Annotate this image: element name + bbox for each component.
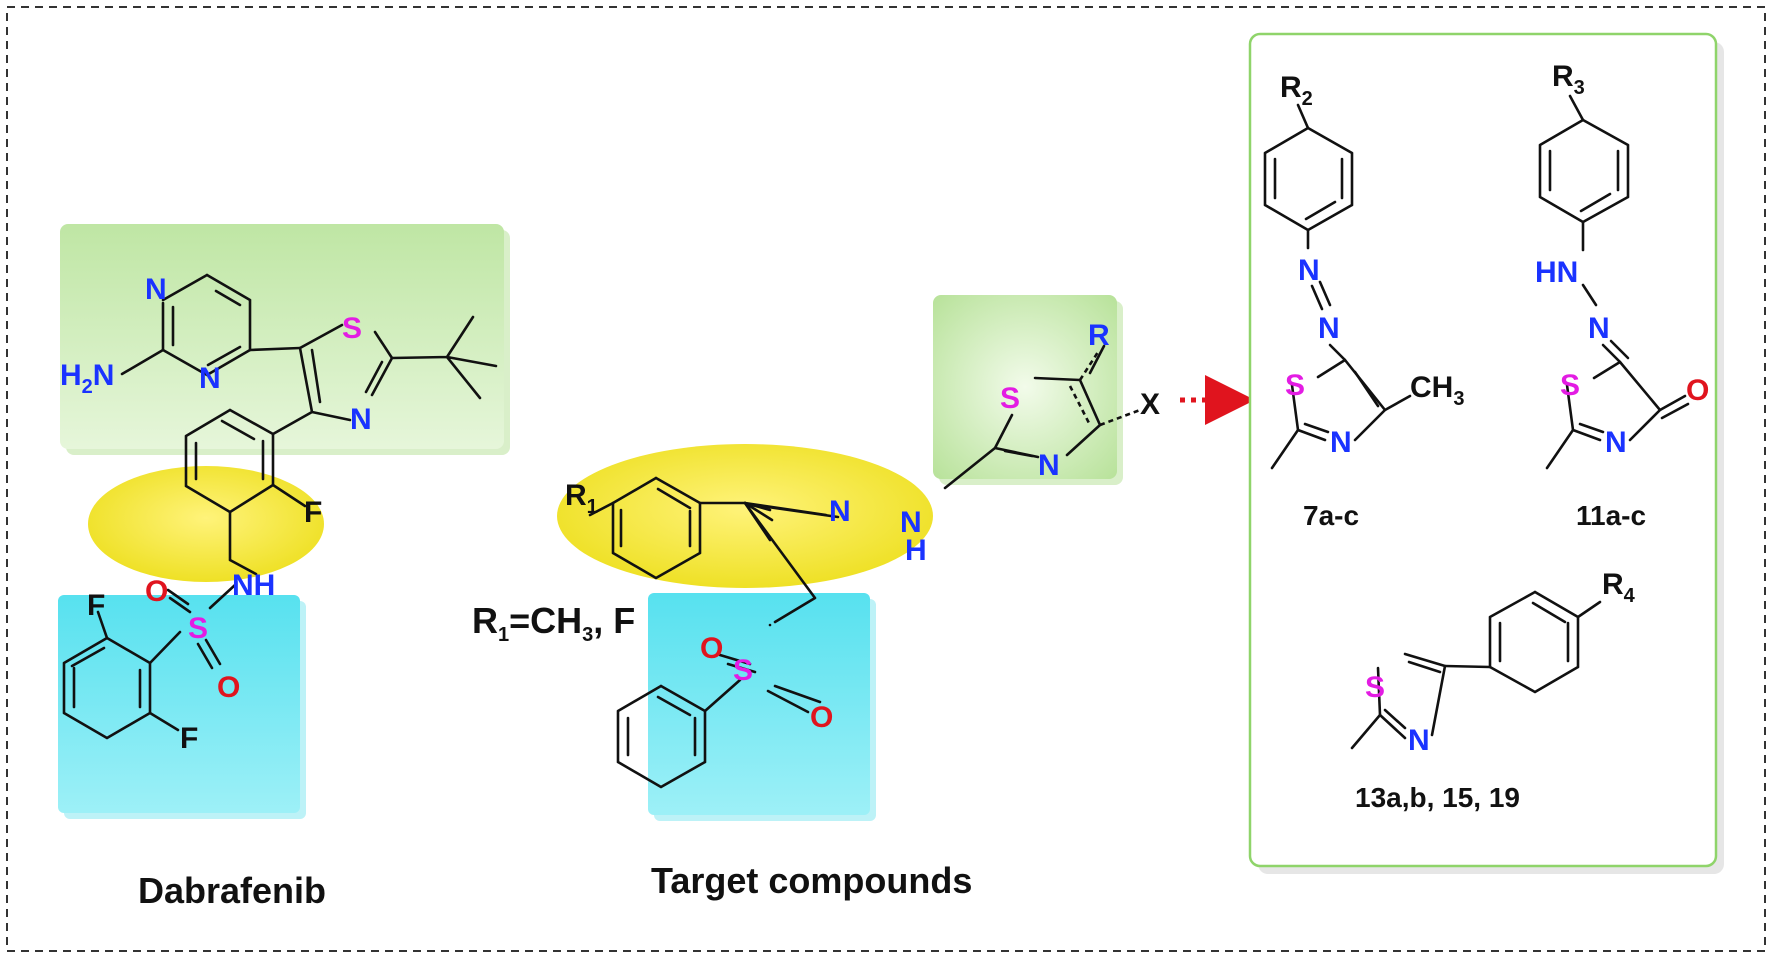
atom-x: X [1140,388,1160,421]
panel-border [1248,32,1718,868]
atom-r2: R2 [1280,71,1313,110]
atom-h: H [905,534,927,567]
compound-label-13: 13a,b, 15, 19 [1355,782,1520,813]
atom-r1: R1 [565,479,598,518]
caption-target-compounds: Target compounds [651,860,972,901]
compound-label-11: 11a-c [1576,500,1646,531]
blue-highlight-box [648,593,870,815]
atom-r4: R4 [1602,568,1636,607]
green-highlight-box [933,295,1117,479]
atom-o: O [810,701,833,734]
blue-highlight-box [58,595,300,813]
atom-n: N [900,506,922,539]
atom-s: S [1560,369,1580,402]
atom-s: S [342,312,362,345]
atom-n: N [1318,312,1340,345]
atom-ch3: CH3 [1410,371,1464,410]
atom-n: N [1330,426,1352,459]
atom-h2n: H2N [60,359,114,398]
atom-nh: NH [232,569,275,602]
yellow-highlight-oval [88,466,324,582]
atom-f: F [87,589,105,622]
atom-n: N [1588,312,1610,345]
atom-s: S [1000,382,1020,415]
atom-n: N [829,495,851,528]
atom-f: F [304,496,322,529]
atom-f: F [180,722,198,755]
atom-n: N [1605,426,1627,459]
atom-r3: R3 [1552,60,1585,99]
atom-s: S [1365,671,1385,704]
caption-dabrafenib: Dabrafenib [138,870,326,911]
atom-n: N [1038,449,1060,482]
derivatives-panel: R2 N N S N CH3 7a-c R3 HN N S N O 11a [1248,32,1724,874]
atom-r: R [1088,319,1110,352]
target-structure: R1 N N H S O O S N R X [557,295,1160,821]
atom-o: O [145,575,168,608]
atom-hn: HN [1535,256,1578,289]
atom-s: S [188,612,208,645]
atom-o: O [700,632,723,665]
atom-n: N [1408,724,1430,757]
outer-dashed-frame [6,6,1766,952]
atom-s: S [733,654,753,687]
compound-label-7: 7a-c [1303,500,1359,531]
atom-n: N [145,273,167,306]
atom-n: N [350,403,372,436]
atom-s: S [1285,369,1305,402]
atom-n: N [199,362,221,395]
atom-o: O [217,671,240,704]
green-highlight-box [60,224,504,449]
atom-o: O [1686,374,1709,407]
r1-substituent-note: R1=CH3, F [472,600,635,646]
dabrafenib-structure: N N H2N S N F NH S O O F F [58,224,510,819]
atom-n: N [1298,254,1320,287]
